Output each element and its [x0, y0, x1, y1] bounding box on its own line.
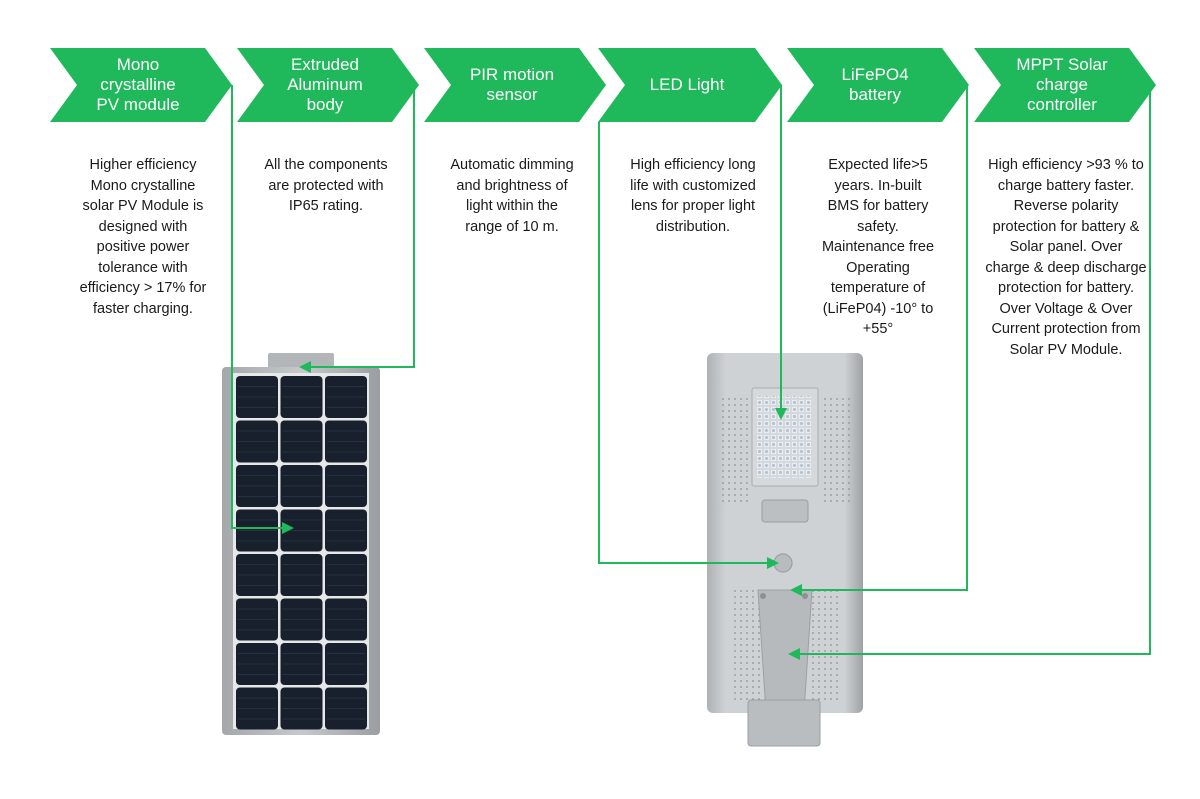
battery-vent-left: [730, 590, 762, 700]
street-light-illustration: [707, 353, 863, 747]
chevron-mppt-controller: [974, 48, 1156, 122]
chevron-aluminum-body: [237, 48, 419, 122]
feature-description-pir-sensor: Automatic dimming and brightness of ligh…: [450, 157, 574, 235]
solar-panel-illustration: [222, 353, 380, 735]
feature-title-mppt-controller: MPPT Solar charge controller: [1016, 55, 1108, 114]
feature-description-led-light: High efficiency long life with customize…: [630, 157, 756, 235]
panel-cells: [236, 376, 367, 730]
feature-chevrons: [50, 48, 1156, 122]
feature-description-pv-module: Higher efficiency Mono crystalline solar…: [79, 157, 207, 317]
mount-bolt-icon: [802, 593, 808, 599]
light-mount-bracket: [761, 499, 809, 523]
connector-mppt-controller: [788, 85, 1151, 660]
feature-title-aluminum-body: Extruded Aluminum body: [287, 55, 363, 114]
led-array: [757, 396, 813, 478]
chevron-led-light: [598, 48, 782, 122]
feature-description-aluminum-body: All the components are protected with IP…: [264, 157, 388, 214]
light-vent-left: [719, 395, 749, 505]
mount-bolt-icon: [760, 593, 766, 599]
connector-aluminum-body: [299, 85, 415, 373]
chevron-pir-sensor: [424, 48, 606, 122]
pole-mount-arm: [757, 589, 813, 713]
chevron-battery: [787, 48, 969, 122]
battery-vent-right: [810, 590, 842, 700]
feature-description-battery: Expected life>5 years. In-built BMS for …: [821, 157, 935, 337]
chevron-pv-module: [50, 48, 232, 122]
connector-battery: [790, 85, 968, 596]
connector-arrows: [231, 85, 1151, 660]
connector-pir-sensor: [598, 122, 779, 569]
feature-title-battery: LiFePO4 battery: [841, 65, 909, 104]
feature-description-mppt-controller: High efficiency >93 % to charge battery …: [985, 157, 1147, 358]
light-vent-right: [822, 395, 852, 505]
feature-title-pv-module: Mono crystalline PV module: [96, 55, 180, 114]
pole-mount-base: [747, 699, 821, 747]
connector-pv-module: [231, 85, 294, 534]
feature-title-led-light: LED Light: [649, 75, 725, 94]
feature-title-pir-sensor: PIR motion sensor: [469, 65, 555, 104]
